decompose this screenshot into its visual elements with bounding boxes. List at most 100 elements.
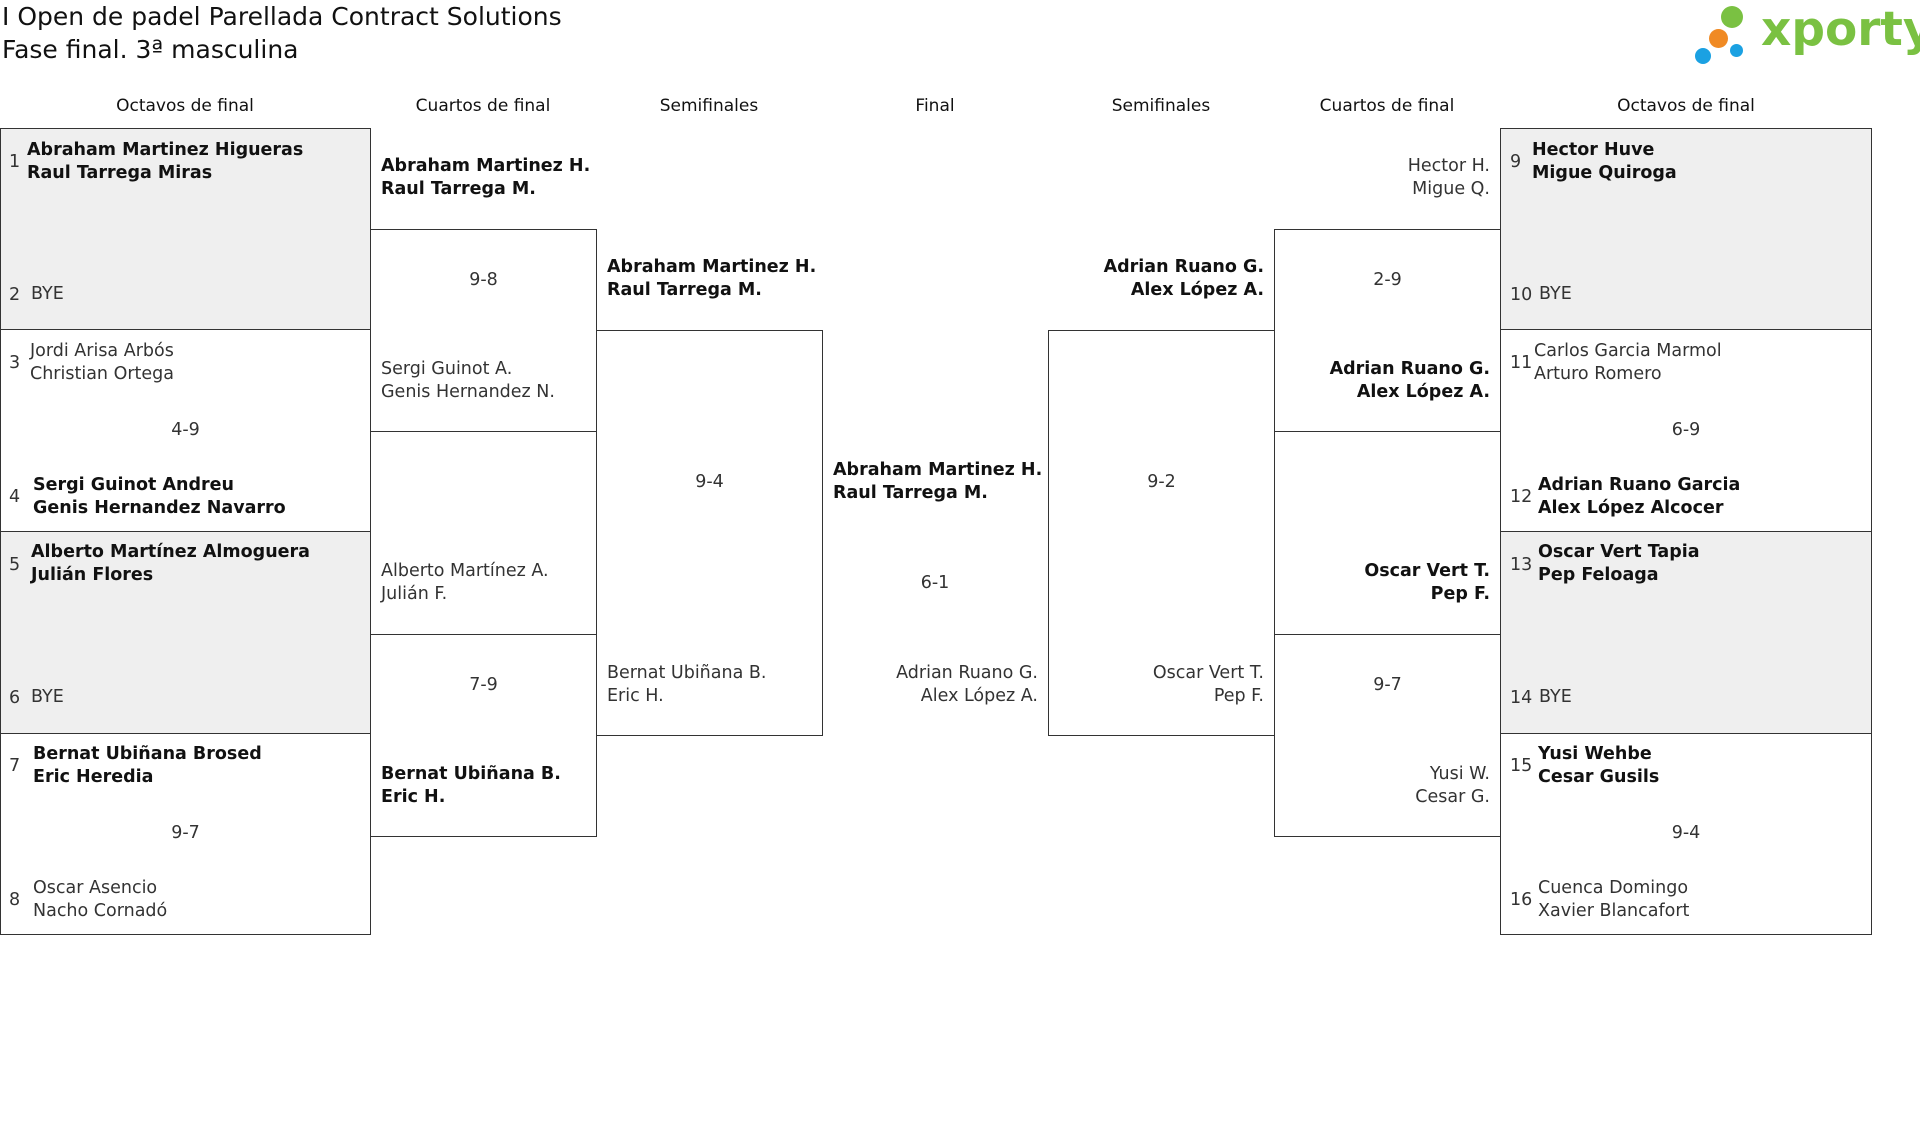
team-player-2: Eric H. [607,686,664,706]
team-player-1: Oscar Vert T. [1152,663,1264,683]
team-player-1: Alberto Martínez A. [381,561,549,581]
team-player-2: Genis Hernandez N. [381,382,555,402]
seed-number: 5 [9,555,21,575]
team-player-1: Adrian Ruano G. [1103,257,1264,277]
team-player-2: Arturo Romero [1534,364,1662,384]
seed-number: 13 [1510,555,1533,575]
team-player-1: Oscar Vert Tapia [1538,542,1700,562]
team-player-1: Bernat Ubiñana B. [607,663,767,683]
team-player-1: Bernat Ubiñana Brosed [33,744,262,764]
team-player-2: Christian Ortega [30,364,175,384]
seed-number: 16 [1510,890,1533,910]
match-score: 6-9 [1671,420,1701,440]
match-score: 9-2 [1147,472,1176,492]
team-player-1: Bernat Ubiñana B. [381,764,561,784]
team-player-1: Hector H. [1407,156,1490,176]
team-player-2: Alex López Alcocer [1538,498,1724,518]
seed-number: 9 [1510,152,1522,172]
r16-match-7 [1500,531,1872,734]
seed-number: 3 [9,353,21,373]
seed-number: 1 [9,152,21,172]
team-player-2: Cesar Gusils [1538,767,1660,787]
round-header-final: Final [915,96,955,116]
team-player-2: Pep F. [1430,584,1490,604]
bye-label: BYE [1539,284,1572,304]
team-player-2: Xavier Blancafort [1538,901,1690,921]
team-player-1: Sergi Guinot Andreu [33,475,234,495]
logo-dot-blue [1695,48,1711,64]
final-score: 6-1 [920,573,950,593]
final-winner-player-2: Raul Tarrega M. [833,483,988,503]
team-player-2: Cesar G. [1415,787,1490,807]
match-score: 9-4 [695,472,724,492]
team-player-1: Alberto Martínez Almoguera [31,542,310,562]
team-player-2: Migue Q. [1412,179,1490,199]
seed-number: 4 [9,487,21,507]
seed-number: 2 [9,285,21,305]
logo-dot-orange [1709,29,1728,48]
match-score: 9-7 [171,823,200,843]
team-player-2: Pep F. [1213,686,1264,706]
bye-label: BYE [31,284,64,304]
sf-match-1 [596,330,823,736]
team-player-2: Pep Feloaga [1538,565,1659,585]
seed-number: 15 [1510,756,1533,776]
logo-dot-green [1721,6,1743,28]
team-player-1: Abraham Martinez Higueras [27,140,304,160]
team-player-1: Cuenca Domingo [1538,878,1689,898]
team-player-1: Yusi Wehbe [1538,744,1652,764]
match-score: 2-9 [1373,270,1402,290]
team-player-1: Jordi Arisa Arbós [30,341,174,361]
team-player-1: Abraham Martinez H. [381,156,591,176]
logo-text: xporty [1761,2,1920,57]
round-header-right-r16: Octavos de final [1617,96,1755,116]
final-runnerup-player-2: Alex López A. [920,686,1038,706]
seed-number: 14 [1510,688,1533,708]
match-score: 9-7 [1373,675,1402,695]
round-header-left-qf: Cuartos de final [415,96,551,116]
team-player-2: Nacho Cornadó [33,901,168,921]
r16-match-3 [0,531,371,734]
seed-number: 11 [1510,353,1533,373]
seed-number: 8 [9,890,21,910]
tournament-title: I Open de padel Parellada Contract Solut… [2,2,562,31]
team-player-1: Oscar Asencio [33,878,158,898]
bye-label: BYE [31,687,64,707]
seed-number: 6 [9,688,21,708]
team-player-1: Yusi W. [1429,764,1490,784]
team-player-2: Julián F. [381,584,448,604]
team-player-1: Carlos Garcia Marmol [1534,341,1722,361]
seed-number: 7 [9,756,21,776]
sf-match-2 [1048,330,1275,736]
team-player-1: Sergi Guinot A. [381,359,513,379]
team-player-2: Raul Tarrega M. [381,179,536,199]
seed-number: 12 [1510,487,1533,507]
team-player-2: Julián Flores [31,565,154,585]
round-header-left-sf: Semifinales [659,96,759,116]
seed-number: 10 [1510,285,1533,305]
match-score: 9-4 [1671,823,1701,843]
team-player-1: Abraham Martinez H. [607,257,817,277]
team-player-2: Raul Tarrega Miras [27,163,213,183]
round-header-right-sf: Semifinales [1111,96,1211,116]
team-player-2: Migue Quiroga [1532,163,1677,183]
team-player-2: Alex López A. [1356,382,1490,402]
team-player-2: Eric H. [381,787,446,807]
match-score: 7-9 [469,675,498,695]
team-player-2: Raul Tarrega M. [607,280,762,300]
bye-label: BYE [1539,687,1572,707]
team-player-1: Adrian Ruano Garcia [1538,475,1741,495]
team-player-1: Adrian Ruano G. [1329,359,1490,379]
team-player-2: Genis Hernandez Navarro [33,498,286,518]
r16-match-1 [0,128,371,330]
match-score: 4-9 [171,420,200,440]
team-player-2: Eric Heredia [33,767,154,787]
team-player-2: Alex López A. [1130,280,1264,300]
round-header-right-qf: Cuartos de final [1319,96,1455,116]
logo-dot-blue-small [1730,44,1743,57]
team-player-1: Oscar Vert T. [1364,561,1490,581]
team-player-1: Hector Huve [1532,140,1655,160]
round-header-left-r16: Octavos de final [116,96,254,116]
r16-match-5 [1500,128,1872,330]
tournament-subtitle: Fase final. 3ª masculina [2,35,299,64]
